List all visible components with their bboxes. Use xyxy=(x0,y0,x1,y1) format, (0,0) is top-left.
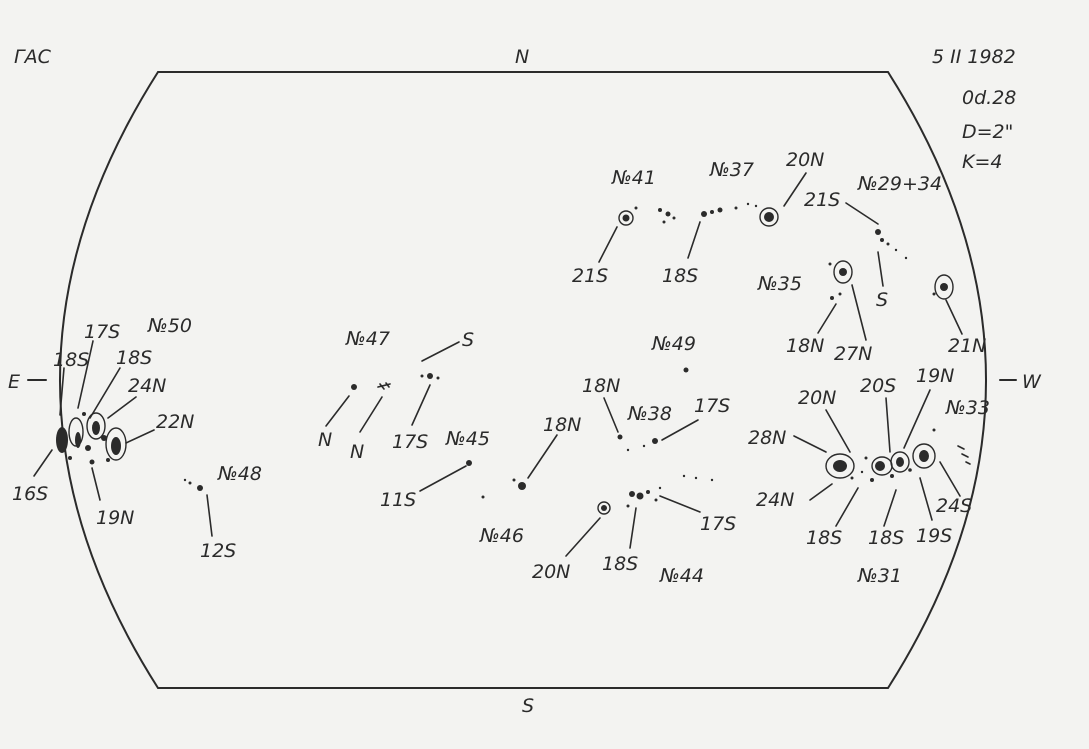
group-37-spots xyxy=(687,172,807,259)
lat-label: 19N xyxy=(916,365,954,387)
group-31-label: №31 xyxy=(857,565,902,587)
lat-label: 21S xyxy=(804,189,840,211)
diameter-label: D=2" xyxy=(962,121,1013,143)
group-29-34-label: №29+34 xyxy=(857,173,942,195)
lat-label: 17S xyxy=(700,513,736,535)
lat-label: N xyxy=(318,429,332,451)
lat-label: 12S xyxy=(200,540,236,562)
time-label: 0d.28 xyxy=(962,87,1016,109)
lat-label: S xyxy=(462,329,474,351)
lat-label: S xyxy=(876,289,888,311)
lat-label: 11S xyxy=(380,489,416,511)
group-41-spots xyxy=(598,206,676,263)
north-label: N xyxy=(515,46,529,68)
group-33-label: №33 xyxy=(945,397,990,419)
lat-label: 18S xyxy=(116,347,152,369)
lat-label: N xyxy=(350,441,364,463)
west-label: W xyxy=(1022,371,1042,393)
lat-label: 19N xyxy=(96,507,134,529)
lat-label: 16S xyxy=(12,483,48,505)
lat-label: 24S xyxy=(936,495,972,517)
lat-label: 18S xyxy=(602,553,638,575)
east-label: E xyxy=(8,371,20,393)
lat-label: 17S xyxy=(694,395,730,417)
group-49-spots xyxy=(683,367,689,373)
lat-label: 18S xyxy=(868,527,904,549)
lat-label: 18S xyxy=(806,527,842,549)
lat-label: 21N xyxy=(948,335,986,357)
group-35-spots xyxy=(817,260,867,341)
lat-label: 17S xyxy=(84,321,120,343)
lat-label: 20N xyxy=(798,387,836,409)
group-38-spots xyxy=(603,397,714,482)
lat-label: 22N xyxy=(156,411,194,433)
solar-disk-outline xyxy=(59,71,987,689)
lat-label: 27N xyxy=(834,343,872,365)
lat-label: 19S xyxy=(916,525,952,547)
group-50-spots xyxy=(33,340,155,501)
lat-label: 20N xyxy=(532,561,570,583)
group-47-label: №47 xyxy=(345,328,390,350)
lat-label: 18N xyxy=(543,414,581,436)
lat-label: 24N xyxy=(756,489,794,511)
group-48-label: №48 xyxy=(217,463,262,485)
group-38-label: №38 xyxy=(627,403,672,425)
date-label: 5 II 1982 xyxy=(932,46,1016,68)
lat-label: 28N xyxy=(748,427,786,449)
lat-label: 17S xyxy=(392,431,428,453)
group-46-label: №46 xyxy=(479,525,524,547)
group-31-spots xyxy=(793,389,971,527)
group-48-spots xyxy=(183,478,213,537)
lat-label: 20N xyxy=(786,149,824,171)
group-29-34-spots xyxy=(845,202,908,287)
lat-label: 21S xyxy=(572,265,608,287)
lat-label: 18S xyxy=(662,265,698,287)
coefficient-label: K=4 xyxy=(962,151,1002,173)
observatory-label: ГАС xyxy=(14,46,52,68)
group-45-label: №45 xyxy=(445,428,490,450)
group-47-spots xyxy=(325,341,460,433)
lat-label: 18S xyxy=(53,349,89,371)
lat-label: 24N xyxy=(128,375,166,397)
group-46-spots xyxy=(481,434,558,499)
lat-label: 18N xyxy=(582,375,620,397)
group-50-label: №50 xyxy=(147,315,192,337)
west-spot-21n xyxy=(932,274,963,335)
group-41-label: №41 xyxy=(611,167,656,189)
group-35-label: №35 xyxy=(757,273,802,295)
group-37-label: №37 xyxy=(709,159,754,181)
lat-label: 20S xyxy=(860,375,896,397)
group-45-spots xyxy=(419,460,472,492)
group-44-label: №44 xyxy=(659,565,704,587)
group-49-label: №49 xyxy=(651,333,696,355)
group-44-spots xyxy=(565,486,701,557)
lat-label: 18N xyxy=(786,335,824,357)
south-label: S xyxy=(522,695,534,717)
